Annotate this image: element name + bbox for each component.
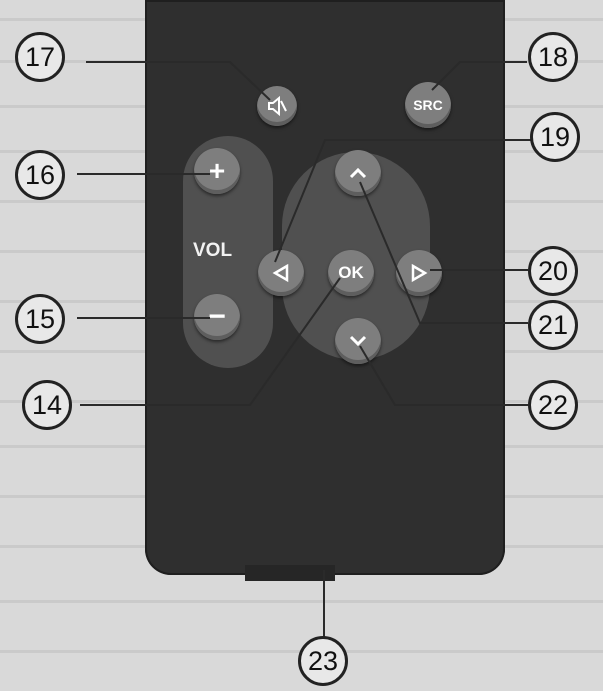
volume-up-button[interactable]: +: [194, 148, 240, 194]
callout-16-number: 16: [24, 159, 56, 190]
callout-23-number: 23: [307, 645, 339, 676]
src-button-label: SRC: [413, 97, 443, 113]
volume-down-button[interactable]: −: [194, 294, 240, 340]
callout-18: 18: [528, 32, 578, 82]
callout-15-number: 15: [24, 303, 56, 334]
triangle-right-icon: [409, 263, 429, 283]
left-button[interactable]: [258, 250, 304, 296]
chevron-down-icon: [348, 334, 368, 348]
callout-16: 16: [15, 150, 65, 200]
volume-label: VOL: [193, 240, 233, 261]
callout-18-number: 18: [537, 41, 569, 72]
volume-up-label: +: [208, 155, 226, 186]
volume-down-label: −: [208, 300, 226, 333]
mute-button[interactable]: [257, 86, 297, 126]
up-button[interactable]: [335, 150, 381, 196]
callout-19-number: 19: [539, 121, 571, 152]
callout-21: 21: [528, 300, 578, 350]
callout-22: 22: [528, 380, 578, 430]
callout-17: 17: [15, 32, 65, 82]
callout-20: 20: [528, 246, 578, 296]
callout-21-number: 21: [537, 309, 569, 340]
ok-button-label: OK: [338, 263, 364, 282]
speaker-mute-icon: [266, 95, 288, 117]
callout-14-number: 14: [31, 389, 63, 420]
triangle-left-icon: [271, 263, 291, 283]
remote-bottom-connector: [245, 565, 335, 581]
callout-23: 23: [298, 636, 348, 686]
chevron-up-icon: [348, 166, 368, 180]
right-button[interactable]: [396, 250, 442, 296]
src-button[interactable]: SRC: [405, 82, 451, 128]
callout-17-number: 17: [24, 41, 56, 72]
callout-14: 14: [22, 380, 72, 430]
ok-button[interactable]: OK: [328, 250, 374, 296]
down-button[interactable]: [335, 318, 381, 364]
callout-15: 15: [15, 294, 65, 344]
callout-20-number: 20: [537, 255, 569, 286]
callout-22-number: 22: [537, 389, 569, 420]
callout-19: 19: [530, 112, 580, 162]
